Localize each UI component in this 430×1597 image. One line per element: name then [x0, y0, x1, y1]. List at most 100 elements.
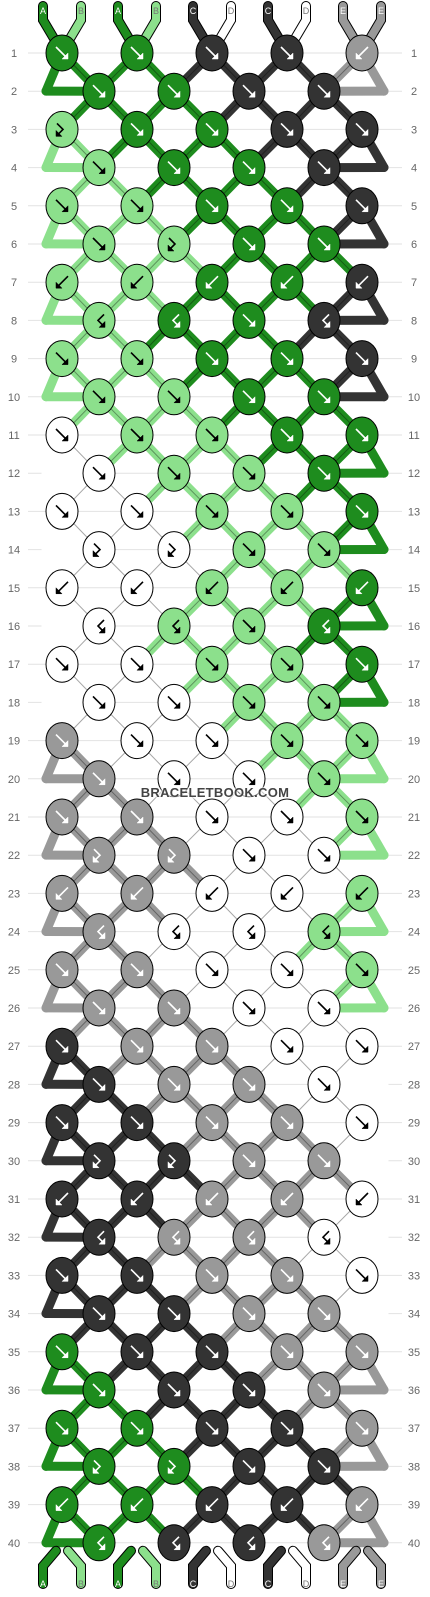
knot: [158, 150, 190, 186]
knot: [196, 417, 228, 453]
knot: [233, 608, 265, 644]
row-number-right: 28: [408, 1079, 420, 1091]
knot: [233, 1143, 265, 1179]
string-label-bottom: C: [190, 1579, 197, 1589]
string-label-bottom: A: [115, 1579, 121, 1589]
knot: [196, 188, 228, 224]
knot: [233, 1372, 265, 1408]
knot: [121, 188, 153, 224]
knot: [308, 226, 340, 262]
knot: [346, 1334, 378, 1370]
knot: [46, 1105, 78, 1141]
row-number-left: 13: [8, 506, 20, 518]
knot: [121, 1334, 153, 1370]
knot: [121, 264, 153, 300]
knot: [83, 1143, 115, 1179]
knot: [308, 302, 340, 338]
knot: [83, 73, 115, 109]
knot: [83, 1448, 115, 1484]
string-label-top: A: [115, 6, 121, 16]
row-number-left: 22: [8, 850, 20, 862]
knot: [46, 570, 78, 606]
row-number-right: 38: [408, 1461, 420, 1473]
knot: [196, 35, 228, 71]
knot: [121, 111, 153, 147]
knot: [121, 1487, 153, 1523]
knots: [46, 35, 378, 1561]
row-number-left: 31: [8, 1194, 20, 1206]
knot: [158, 73, 190, 109]
row-number-left: 18: [8, 697, 20, 709]
knot: [158, 761, 190, 797]
knot: [121, 875, 153, 911]
row-number-right: 6: [411, 239, 417, 251]
knot: [158, 1066, 190, 1102]
row-number-left: 17: [8, 659, 20, 671]
row-number-right: 11: [408, 430, 419, 442]
knot: [346, 646, 378, 682]
string-label-top: E: [340, 6, 346, 16]
knot: [196, 111, 228, 147]
string-label-bottom: A: [40, 1579, 46, 1589]
row-number-right: 13: [408, 506, 420, 518]
knot: [121, 1410, 153, 1446]
knot: [346, 264, 378, 300]
knot: [196, 570, 228, 606]
row-number-right: 3: [411, 124, 417, 136]
row-number-right: 35: [408, 1347, 420, 1359]
knot: [83, 837, 115, 873]
row-number-right: 27: [408, 1041, 420, 1053]
row-number-left: 15: [8, 583, 20, 595]
string-label-top: C: [190, 6, 197, 16]
row-number-right: 30: [408, 1156, 420, 1168]
row-number-left: 36: [8, 1385, 20, 1397]
knot: [308, 532, 340, 568]
knot: [196, 1334, 228, 1370]
knot: [46, 341, 78, 377]
row-number-right: 2: [411, 86, 417, 98]
knot: [83, 684, 115, 720]
row-number-left: 1: [11, 48, 17, 60]
knot: [346, 188, 378, 224]
row-number-right: 9: [411, 354, 417, 366]
knot: [308, 1219, 340, 1255]
knot: [121, 1105, 153, 1141]
knot: [346, 111, 378, 147]
knot: [121, 723, 153, 759]
knot: [158, 226, 190, 262]
knot: [83, 1219, 115, 1255]
knot: [233, 837, 265, 873]
knot: [271, 646, 303, 682]
row-number-left: 11: [8, 430, 19, 442]
row-number-right: 15: [408, 583, 420, 595]
row-number-right: 24: [408, 927, 420, 939]
knot: [233, 302, 265, 338]
row-number-right: 39: [408, 1500, 420, 1512]
knot: [271, 264, 303, 300]
knot: [121, 1028, 153, 1064]
knot: [271, 1410, 303, 1446]
knot: [46, 1334, 78, 1370]
knot: [46, 1257, 78, 1293]
string-label-top: C: [265, 6, 272, 16]
knot: [346, 341, 378, 377]
knot: [196, 646, 228, 682]
knot: [308, 1372, 340, 1408]
row-number-right: 14: [408, 545, 420, 557]
row-number-left: 2: [11, 86, 17, 98]
row-number-left: 27: [8, 1041, 20, 1053]
row-number-left: 4: [11, 163, 17, 175]
knot: [46, 1181, 78, 1217]
knot: [83, 226, 115, 262]
knot: [46, 875, 78, 911]
knot: [158, 608, 190, 644]
string-label-bottom: E: [340, 1579, 346, 1589]
knot: [196, 1410, 228, 1446]
knot: [83, 1525, 115, 1561]
knot: [83, 532, 115, 568]
knot: [308, 1525, 340, 1561]
knot: [46, 264, 78, 300]
knot: [121, 1257, 153, 1293]
knot: [83, 379, 115, 415]
